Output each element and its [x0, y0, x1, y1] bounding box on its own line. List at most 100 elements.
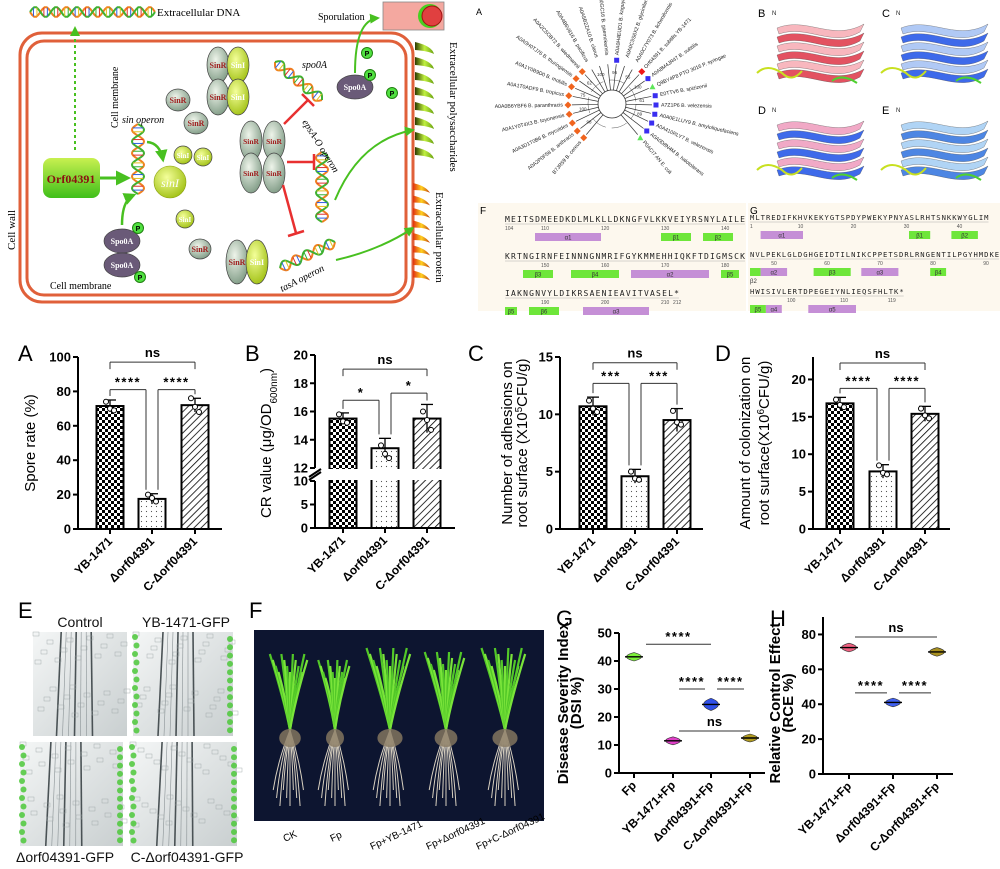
residue-number: 140 — [721, 226, 730, 232]
root-cell — [215, 804, 223, 810]
tree-branch — [599, 65, 608, 91]
gfp-signal — [132, 685, 138, 691]
secondary-structure-label: α1 — [778, 234, 785, 240]
ribbon-strand — [900, 23, 989, 38]
diamond-marker — [573, 127, 581, 135]
dna-rung — [292, 256, 297, 266]
triangle-marker — [637, 134, 644, 141]
root-cell — [213, 696, 221, 702]
secondary-structure-label: α3 — [876, 271, 883, 277]
bar — [180, 404, 210, 530]
x-tick-label: YB-1471 — [802, 534, 846, 578]
root-cell — [27, 796, 35, 802]
protein-segment — [413, 233, 430, 243]
gfp-signal — [117, 746, 123, 752]
micrograph-background — [33, 632, 127, 736]
side-chain-sticks — [756, 164, 803, 176]
root-cell — [123, 688, 131, 694]
helix-bar — [535, 233, 601, 241]
gfp-signal — [129, 744, 135, 750]
strand-bar — [750, 268, 761, 276]
diamond-marker — [564, 101, 572, 109]
gfp-signal — [117, 795, 123, 802]
tree-leaf: A7Z1P6 B. velezensis — [625, 102, 712, 110]
protein-label: SinI — [231, 93, 245, 102]
tree-branch — [579, 80, 601, 97]
gfp-signal — [227, 702, 233, 709]
tree-leaf-label: A7Z1P6 B. velezensis — [661, 102, 712, 109]
gfp-signal — [231, 787, 237, 794]
gfp-signal — [129, 761, 135, 767]
significance-annotation: ns — [342, 352, 428, 377]
y-axis-label-text: Disease Severity Index — [555, 621, 572, 784]
leaf-blade — [444, 657, 466, 731]
significance-annotation: ns — [592, 346, 678, 370]
violin-group — [625, 652, 643, 662]
root-micrograph — [19, 741, 128, 847]
sporulation-label: Sporulation — [318, 12, 365, 23]
significance-annotation: ns — [679, 714, 750, 732]
protein-label: SinR — [266, 137, 282, 146]
significance-label: ns — [145, 345, 160, 360]
significance-label: ns — [627, 346, 642, 361]
y-tick-label: 0 — [605, 766, 612, 781]
leaf-blade — [503, 653, 527, 731]
root-cell — [46, 639, 54, 645]
significance-label: ns — [707, 714, 722, 729]
sequence-f-background — [478, 203, 746, 311]
chart-a: A020406080100YB-1471Δorf04391C-Δorf04391… — [18, 341, 222, 594]
root-cell — [117, 698, 125, 704]
root-soil-clump — [326, 729, 344, 747]
violin-group — [928, 647, 946, 657]
secondary-structure-label: β1 — [673, 236, 680, 242]
tree-branch — [625, 106, 651, 114]
root-cell — [75, 814, 83, 820]
tree-branch — [624, 88, 649, 99]
y-tick-label: 10 — [539, 407, 553, 422]
residue-number: 210 — [661, 300, 670, 306]
gfp-signal — [132, 668, 138, 674]
root-cell — [74, 655, 82, 661]
dna-rung — [329, 239, 334, 248]
gfp-signal — [133, 642, 140, 649]
vascular-line — [180, 741, 183, 847]
side-chain-sticks — [880, 67, 927, 79]
root-cell — [157, 814, 165, 820]
root-cell — [170, 745, 178, 751]
dna-rung — [296, 78, 304, 86]
vascular-line — [80, 741, 83, 847]
bar-group — [137, 491, 167, 530]
gfp-signal — [129, 795, 135, 801]
side-chain-sticks — [955, 76, 982, 84]
secondary-structure-label: α4 — [770, 308, 777, 314]
dna-rung — [284, 68, 291, 76]
diamond-marker — [568, 83, 576, 91]
seedling-bundle — [480, 647, 527, 807]
sequence-row: MEITSDMEEDKDLMLKLLDKNGFVLKKVEIYRSNYLAILE… — [505, 215, 745, 242]
phosphate-label: P — [365, 51, 370, 58]
side-chain-sticks — [831, 76, 858, 84]
y-tick-label: 20 — [57, 487, 71, 502]
root-micrograph — [32, 631, 131, 737]
significance-annotation: ns — [109, 345, 196, 370]
strand-bar — [505, 307, 517, 315]
residue-number: 180 — [721, 263, 730, 269]
significance-annotation: **** — [679, 674, 705, 690]
bar-group — [180, 395, 210, 530]
tree-branch — [625, 96, 652, 102]
vascular-line — [175, 631, 179, 737]
triangle-marker — [649, 83, 656, 90]
y-tick-label: 40 — [598, 654, 612, 669]
data-point — [111, 407, 117, 414]
significance-label: **** — [679, 674, 705, 689]
root-cell — [205, 712, 213, 718]
protein-shape — [245, 239, 269, 285]
root-cell — [153, 759, 161, 765]
gfp-signal — [20, 769, 27, 776]
seedling-bundle — [365, 647, 412, 807]
sequence-text: IAKNGNVYLDIKRSAENIEAVITVASEL* — [505, 289, 679, 298]
residue-number: 150 — [541, 263, 550, 269]
residue-number: 190 — [541, 300, 550, 306]
